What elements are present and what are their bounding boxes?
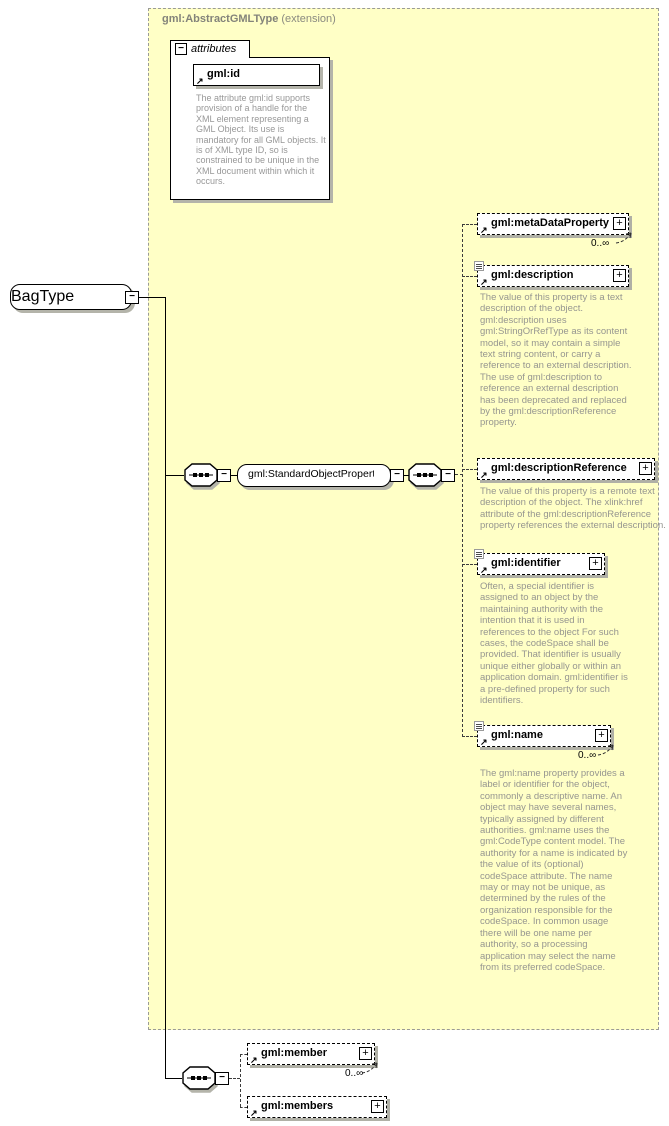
connector-line	[165, 297, 166, 1079]
element-name: gml:metaDataProperty	[491, 217, 609, 229]
collapse-icon[interactable]: −	[215, 1072, 229, 1085]
expand-icon[interactable]: +	[359, 1047, 372, 1060]
reference-arrow-icon: ↗	[480, 277, 488, 287]
connector-dashed	[462, 564, 477, 565]
connector-dashed	[240, 1054, 247, 1055]
repeat-arrow-icon	[615, 232, 632, 244]
annotation-icon	[474, 261, 484, 271]
element-member[interactable]: gml:member + ↗	[247, 1043, 378, 1074]
sequence-icon[interactable]	[184, 463, 218, 487]
element-descriptionreference[interactable]: gml:descriptionReference + ↗	[477, 458, 655, 480]
annotation-text: The gml:name property provides a label o…	[480, 768, 628, 973]
attribute-gml-id[interactable]: gml:id ↗	[193, 64, 320, 86]
element-members[interactable]: gml:members + ↗	[247, 1096, 387, 1118]
element-name: gml:name	[491, 729, 543, 741]
connector-dashed	[462, 469, 477, 470]
element-name: gml:members	[261, 1100, 334, 1112]
connector-dashed	[462, 224, 477, 225]
collapse-icon[interactable]: −	[390, 469, 404, 482]
occurrence-label: 0..∞	[578, 750, 597, 761]
connector-dashed	[462, 736, 477, 737]
connector-dashed	[462, 224, 463, 737]
reference-arrow-icon: ↗	[480, 737, 488, 747]
collapse-icon[interactable]: −	[441, 469, 455, 482]
element-bagtype[interactable]: BagType	[10, 284, 132, 310]
repeat-arrow-icon	[597, 744, 614, 756]
occurrence-label: 0..∞	[345, 1068, 364, 1079]
element-name: BagType	[11, 288, 75, 305]
connector-line	[404, 475, 409, 476]
attributes-label: attributes	[191, 43, 237, 55]
element-name: gml:member	[261, 1047, 328, 1059]
reference-arrow-icon: ↗	[480, 225, 488, 235]
annotation-icon	[474, 549, 484, 559]
connector-dashed	[229, 1078, 240, 1079]
annotation-icon	[474, 721, 484, 731]
reference-arrow-icon: ↗	[196, 76, 204, 86]
expand-icon[interactable]: +	[371, 1100, 384, 1113]
extension-suffix: (extension)	[278, 13, 336, 25]
expand-icon[interactable]: +	[595, 729, 608, 742]
element-identifier[interactable]: gml:identifier + ↗	[474, 549, 605, 575]
group-ref-standardobjectproperties[interactable]: gml:StandardObjectProperties	[237, 464, 391, 487]
connector-line	[139, 297, 165, 298]
element-metadataproperty[interactable]: gml:metaDataProperty + ↗	[477, 213, 632, 244]
extension-header: gml:AbstractGMLType (extension)	[162, 13, 336, 25]
connector-dashed	[240, 1107, 247, 1108]
expand-icon[interactable]: +	[613, 269, 626, 282]
connector-line	[165, 1078, 182, 1079]
annotation-text: The value of this property is a remote t…	[480, 486, 666, 532]
element-name: gml:descriptionReference	[491, 462, 627, 474]
annotation-text: The attribute gml:id supports provision …	[196, 93, 326, 187]
element-description[interactable]: gml:description + ↗	[474, 261, 629, 287]
attributes-tab: − attributes	[170, 40, 250, 58]
expand-icon[interactable]: +	[639, 462, 652, 475]
occurrence-label: 0..∞	[591, 238, 610, 249]
collapse-icon[interactable]: −	[125, 291, 139, 304]
reference-arrow-icon: ↗	[480, 565, 488, 575]
sequence-icon[interactable]	[408, 463, 442, 487]
element-name: gml:identifier	[491, 557, 561, 569]
collapse-icon[interactable]: −	[217, 469, 231, 482]
element-name: gml:description	[491, 269, 574, 281]
connector-line	[165, 475, 184, 476]
base-type-name: gml:AbstractGMLType	[162, 13, 279, 25]
repeat-arrow-icon	[361, 1062, 378, 1074]
annotation-text: The value of this property is a text des…	[480, 292, 632, 429]
collapse-icon[interactable]: −	[175, 43, 187, 55]
attribute-name: gml:id	[207, 68, 240, 80]
annotation-text: Often, a special identifier is assigned …	[480, 581, 628, 707]
reference-arrow-icon: ↗	[250, 1055, 258, 1065]
connector-line	[231, 475, 237, 476]
connector-dashed	[455, 474, 463, 475]
group-name: gml:StandardObjectProperties	[248, 468, 374, 480]
sequence-icon[interactable]	[182, 1066, 216, 1090]
expand-icon[interactable]: +	[613, 217, 626, 230]
reference-arrow-icon: ↗	[480, 470, 488, 480]
reference-arrow-icon: ↗	[250, 1108, 258, 1118]
connector-dashed	[240, 1054, 241, 1107]
expand-icon[interactable]: +	[589, 557, 602, 570]
element-name-property[interactable]: gml:name + ↗	[474, 721, 614, 756]
connector-dashed	[462, 276, 477, 277]
